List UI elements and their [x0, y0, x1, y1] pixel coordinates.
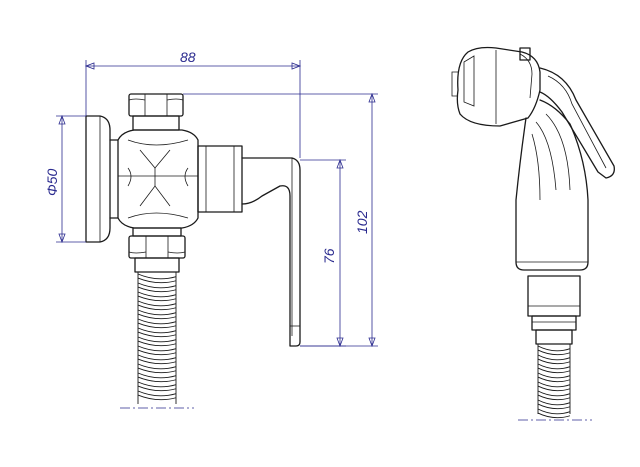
hose-coil [137, 336, 177, 343]
hose-coil [537, 390, 571, 397]
shower-hose-coils [537, 345, 571, 419]
spray-head [451, 46, 541, 127]
hose-connector [527, 275, 581, 345]
hose-coil [137, 282, 177, 289]
dimension-label-diameter: Φ50 [44, 168, 60, 196]
hose-coil [537, 394, 571, 401]
hose-coil [537, 385, 571, 392]
trigger-lever [539, 67, 615, 179]
hand-shower [451, 46, 615, 421]
hose-coil [537, 372, 571, 379]
valve-body [117, 129, 199, 229]
hose-coil [137, 313, 177, 320]
dimension-76: 76 [300, 158, 346, 348]
hose-coil [537, 345, 571, 352]
dimension-102: 102 [183, 92, 378, 348]
hose-coil [137, 372, 177, 379]
hose-coil [537, 367, 571, 374]
hose-coil [137, 394, 177, 401]
hose-coil [537, 412, 571, 419]
hose-coil [137, 358, 177, 365]
hose-coil [537, 349, 571, 356]
dimension-diameter: Φ50 [44, 114, 86, 244]
side-outlet [197, 145, 243, 213]
spray-nipple [519, 47, 531, 61]
dimension-label-88: 88 [180, 49, 196, 65]
hose-coil [137, 376, 177, 383]
hose-coil [537, 363, 571, 370]
hose-coil [137, 291, 177, 298]
hose-coil [137, 349, 177, 356]
hose-coil [137, 277, 177, 284]
hose-coil [137, 354, 177, 361]
handle-body [515, 99, 589, 271]
shower-hose [537, 344, 571, 419]
hose-coil [137, 331, 177, 338]
flexible-hose [137, 272, 177, 404]
valve-assembly [85, 93, 301, 409]
hose-coil [137, 286, 177, 293]
hose-coil [137, 318, 177, 325]
hose-coil [537, 399, 571, 406]
hose-coils [137, 273, 177, 401]
hose-coil [537, 403, 571, 410]
hose-coil [137, 309, 177, 316]
hose-coil [537, 354, 571, 361]
wall-flange [85, 115, 119, 243]
hose-coil [137, 304, 177, 311]
bottom-nut [128, 227, 186, 273]
hose-coil [137, 273, 177, 280]
hose-coil [137, 390, 177, 397]
hose-coil [137, 327, 177, 334]
hose-coil [537, 358, 571, 365]
hose-coil [137, 381, 177, 388]
hose-coil [137, 345, 177, 352]
hose-coil [537, 408, 571, 415]
hose-coil [537, 381, 571, 388]
top-nut [128, 93, 184, 131]
hose-coil [137, 295, 177, 302]
lever-handle [241, 157, 301, 347]
dimension-label-76: 76 [321, 248, 337, 264]
hose-coil [537, 376, 571, 383]
hose-coil [137, 367, 177, 374]
dimension-label-102: 102 [354, 210, 370, 234]
hose-coil [137, 385, 177, 392]
hose-coil [137, 300, 177, 307]
hose-coil [137, 322, 177, 329]
hose-coil [137, 340, 177, 347]
hose-coil [137, 363, 177, 370]
dimension-width: 88 [84, 49, 302, 158]
